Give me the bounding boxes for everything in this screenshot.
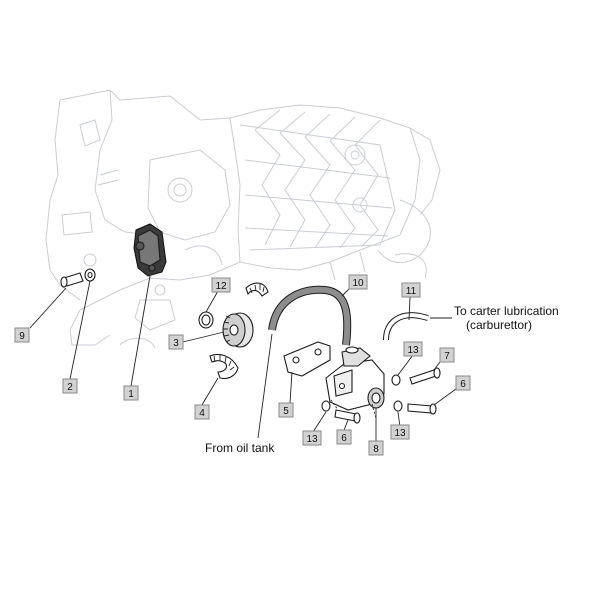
- screw-part-6-right: [407, 403, 437, 415]
- screw-part-7: [409, 367, 441, 385]
- callout-2: 2: [62, 378, 78, 394]
- callout-11: 11: [401, 282, 421, 298]
- callout-5: 5: [278, 402, 294, 418]
- callout-10: 10: [348, 274, 368, 290]
- svg-text:6: 6: [341, 433, 347, 444]
- svg-text:11: 11: [406, 286, 417, 297]
- screw-part-6-left: [334, 409, 361, 424]
- callout-13-right: 13: [390, 424, 410, 440]
- leader-lines: [29, 275, 461, 441]
- svg-text:6: 6: [460, 379, 466, 390]
- svg-text:2: 2: [67, 382, 73, 393]
- washer-part-13-left: [321, 400, 331, 412]
- svg-text:3: 3: [173, 338, 179, 349]
- callout-3: 3: [168, 334, 184, 350]
- svg-text:13: 13: [407, 345, 419, 356]
- svg-text:1: 1: [128, 389, 134, 400]
- svg-text:13: 13: [394, 428, 406, 439]
- washer-part-13-upper: [391, 374, 401, 386]
- note-carter-lubrication: To carter lubrication: [454, 304, 559, 318]
- chain-upper-part: [245, 282, 269, 297]
- svg-text:4: 4: [199, 408, 205, 419]
- svg-text:9: 9: [19, 331, 25, 342]
- svg-text:5: 5: [283, 406, 289, 417]
- bolt-part-9: [60, 272, 84, 288]
- washer-part-2: [84, 268, 96, 282]
- callout-7: 7: [439, 347, 455, 363]
- svg-text:13: 13: [306, 434, 318, 445]
- hose-part-11: [383, 312, 429, 341]
- svg-text:8: 8: [373, 444, 379, 455]
- callout-13-left: 13: [302, 430, 322, 446]
- note-from-oil-tank: From oil tank: [205, 441, 275, 455]
- svg-text:7: 7: [444, 351, 450, 362]
- callout-12: 12: [211, 277, 231, 293]
- oil-pump-part-8: [325, 346, 385, 411]
- callout-8: 8: [368, 440, 384, 456]
- note-carburettor: (carburettor): [466, 318, 532, 332]
- callout-6-right: 6: [455, 375, 471, 391]
- svg-text:12: 12: [215, 281, 227, 292]
- washer-part-13-right: [393, 400, 403, 412]
- oring-part-12: [198, 311, 214, 329]
- callout-13-upper: 13: [403, 341, 423, 357]
- callout-4: 4: [194, 404, 210, 420]
- crankcase-ghost-outline: [45, 89, 441, 349]
- callout-1: 1: [123, 385, 139, 401]
- gasket-part-5: [283, 341, 331, 377]
- svg-text:10: 10: [352, 278, 364, 289]
- callout-6-lower: 6: [336, 429, 352, 445]
- sprocket-part-3: [222, 312, 254, 348]
- pump-cover-part: [133, 223, 167, 277]
- chain-part-4: [209, 353, 239, 380]
- oil-hose-part-10: [268, 285, 352, 346]
- callout-9: 9: [14, 327, 30, 343]
